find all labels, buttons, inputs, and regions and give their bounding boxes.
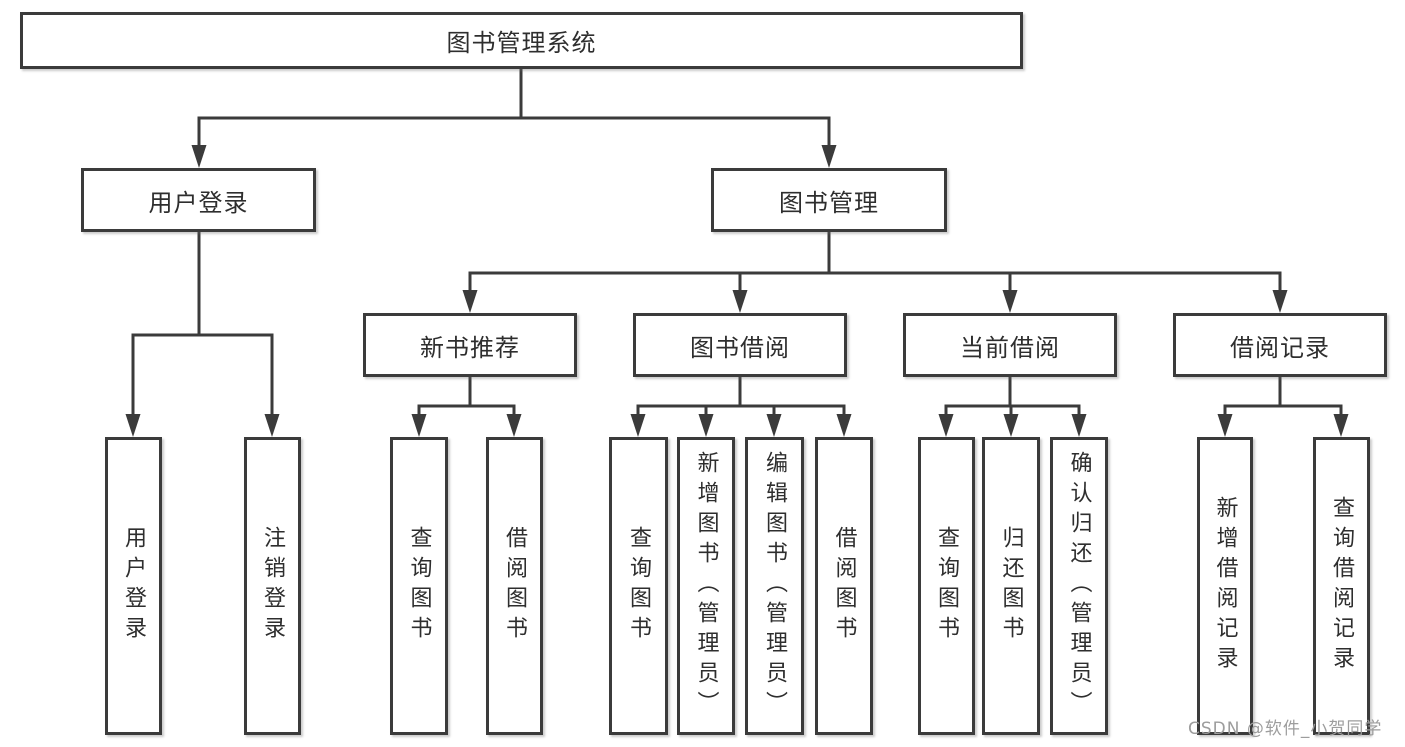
node-label: 图书管理 xyxy=(779,188,879,217)
leaf-query-book-recommend: 查询图书 xyxy=(390,437,448,735)
node-label: 新书推荐 xyxy=(420,333,520,362)
leaf-label: 归还图书 xyxy=(998,526,1024,646)
leaf-label: 新增图书（管理员） xyxy=(693,451,719,721)
leaf-borrow-book: 借阅图书 xyxy=(815,437,873,735)
leaf-add-borrow-record: 新增借阅记录 xyxy=(1197,437,1253,735)
leaf-label: 确认归还（管理员） xyxy=(1066,451,1092,721)
leaf-logout: 注销登录 xyxy=(244,437,301,735)
leaf-label: 注销登录 xyxy=(260,526,286,646)
leaf-add-book-admin: 新增图书（管理员） xyxy=(677,437,735,735)
leaf-label: 查询图书 xyxy=(626,526,652,646)
node-root-library-system: 图书管理系统 xyxy=(20,12,1023,69)
leaf-label: 新增借阅记录 xyxy=(1212,496,1238,676)
csdn-watermark: CSDN @软件_小贺同学 xyxy=(1188,719,1383,739)
leaf-return-book: 归还图书 xyxy=(982,437,1040,735)
leaf-label: 查询图书 xyxy=(406,526,432,646)
leaf-query-book-borrow: 查询图书 xyxy=(609,437,668,735)
node-book-management: 图书管理 xyxy=(711,168,947,232)
node-label: 借阅记录 xyxy=(1230,333,1330,362)
node-borrow-records: 借阅记录 xyxy=(1173,313,1387,377)
node-new-book-recommend: 新书推荐 xyxy=(363,313,577,377)
leaf-query-book-current: 查询图书 xyxy=(918,437,975,735)
node-book-borrow: 图书借阅 xyxy=(633,313,847,377)
node-label: 当前借阅 xyxy=(960,333,1060,362)
leaf-edit-book-admin: 编辑图书（管理员） xyxy=(745,437,804,735)
leaf-label: 用户登录 xyxy=(121,526,147,646)
leaf-user-login: 用户登录 xyxy=(105,437,162,735)
leaf-label: 编辑图书（管理员） xyxy=(762,451,788,721)
node-label: 图书借阅 xyxy=(690,333,790,362)
leaf-borrow-book-recommend: 借阅图书 xyxy=(486,437,543,735)
node-label: 图书管理系统 xyxy=(446,29,597,57)
leaf-query-borrow-record: 查询借阅记录 xyxy=(1313,437,1370,735)
leaf-label: 借阅图书 xyxy=(831,526,857,646)
leaf-confirm-return-admin: 确认归还（管理员） xyxy=(1050,437,1108,735)
node-label: 用户登录 xyxy=(148,188,249,217)
node-user-login: 用户登录 xyxy=(81,168,316,232)
leaf-label: 借阅图书 xyxy=(502,526,528,646)
node-current-borrow: 当前借阅 xyxy=(903,313,1117,377)
leaf-label: 查询图书 xyxy=(934,526,960,646)
leaf-label: 查询借阅记录 xyxy=(1329,496,1355,676)
